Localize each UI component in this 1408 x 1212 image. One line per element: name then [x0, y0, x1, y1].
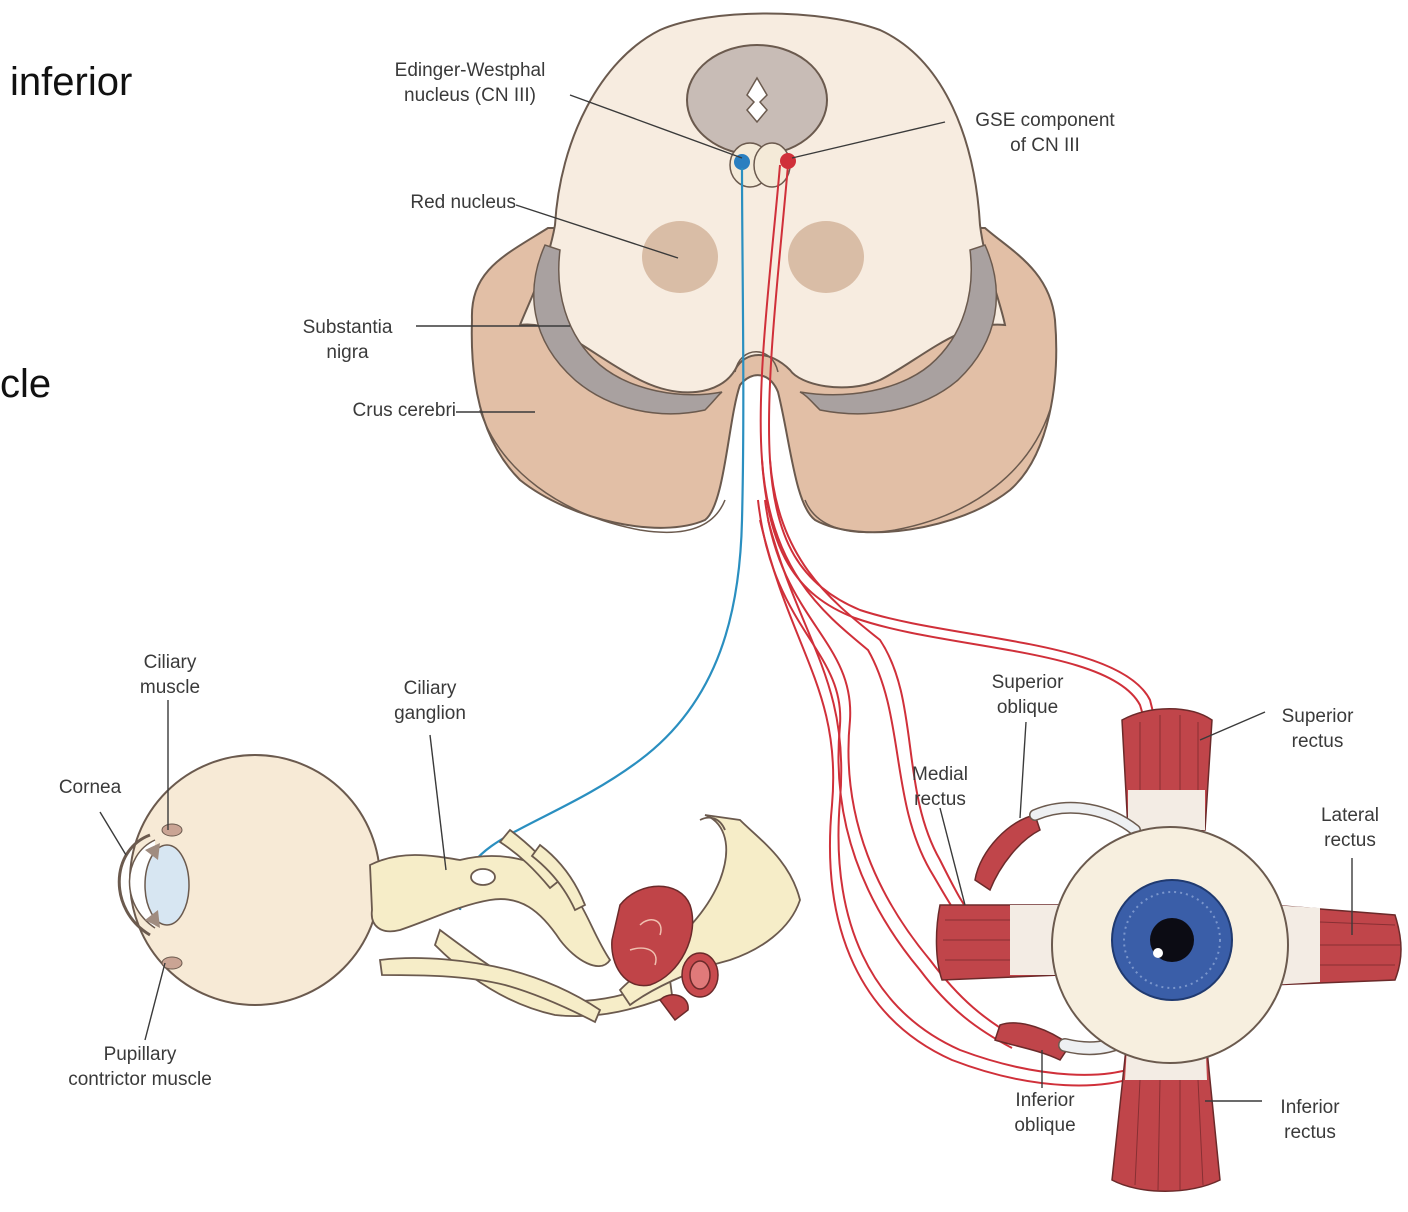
- lens: [144, 844, 190, 926]
- inferior-oblique-muscle: [994, 1022, 1072, 1061]
- gse-fibers: [757, 164, 1156, 1087]
- label-substantia-nigra: Substantia nigra: [302, 317, 393, 363]
- gse-dot: [780, 153, 796, 169]
- pupillary-muscle-shape: [161, 956, 183, 970]
- label-inferior-rectus: Inferior rectus: [1280, 1097, 1340, 1143]
- edinger-westphal-dot: [734, 154, 750, 170]
- label-ciliary-muscle: Ciliary muscle: [139, 652, 201, 698]
- midbrain-section: [470, 12, 1058, 534]
- leader-lines: [99, 94, 1353, 1102]
- fiber-arch: [734, 351, 779, 373]
- red-nucleus-left: [642, 221, 718, 293]
- ciliary-ganglion-nerves: [369, 814, 801, 1024]
- parasympathetic-fiber: [458, 167, 745, 911]
- ciliary-muscle-shape: [161, 823, 183, 837]
- label-medial-rectus: Medial rectus: [912, 764, 968, 810]
- label-ciliary-ganglion: Ciliary ganglion: [394, 678, 466, 724]
- label-pupillary-constrictor: Pupillary contrictor muscle: [68, 1044, 212, 1090]
- label-edinger-westphal: Edinger-Westphal nucleus (CN III): [394, 60, 546, 106]
- cornea: [117, 833, 151, 937]
- ophthalmic-vessels: [611, 885, 719, 1022]
- label-gse-component: GSE component of CN III: [975, 110, 1115, 156]
- superior-oblique-muscle: [974, 814, 1041, 892]
- label-crus-cerebri: Crus cerebri: [352, 400, 456, 421]
- crus-edge: [479, 409, 726, 534]
- red-nucleus-right: [788, 221, 864, 293]
- substantia-nigra-right: [799, 244, 998, 415]
- label-inferior-oblique: Inferior oblique: [1014, 1090, 1076, 1136]
- iris-lower: [145, 910, 160, 928]
- right-eye-muscles: [935, 708, 1402, 1192]
- label-lateral-rectus: Lateral rectus: [1320, 805, 1380, 851]
- left-eyeball: [117, 754, 381, 1006]
- cerebral-aqueduct: [746, 76, 768, 124]
- slide-text-cle: cle: [0, 362, 52, 406]
- slide-text-inferior: inferior: [10, 60, 133, 104]
- label-red-nucleus: Red nucleus: [410, 192, 516, 213]
- iris-upper: [145, 843, 160, 860]
- label-cornea: Cornea: [58, 777, 122, 798]
- substantia-nigra-left: [533, 244, 723, 415]
- label-superior-rectus: Superior rectus: [1281, 706, 1354, 752]
- label-superior-oblique: Superior oblique: [991, 672, 1064, 718]
- crus-edge-right: [804, 409, 1051, 534]
